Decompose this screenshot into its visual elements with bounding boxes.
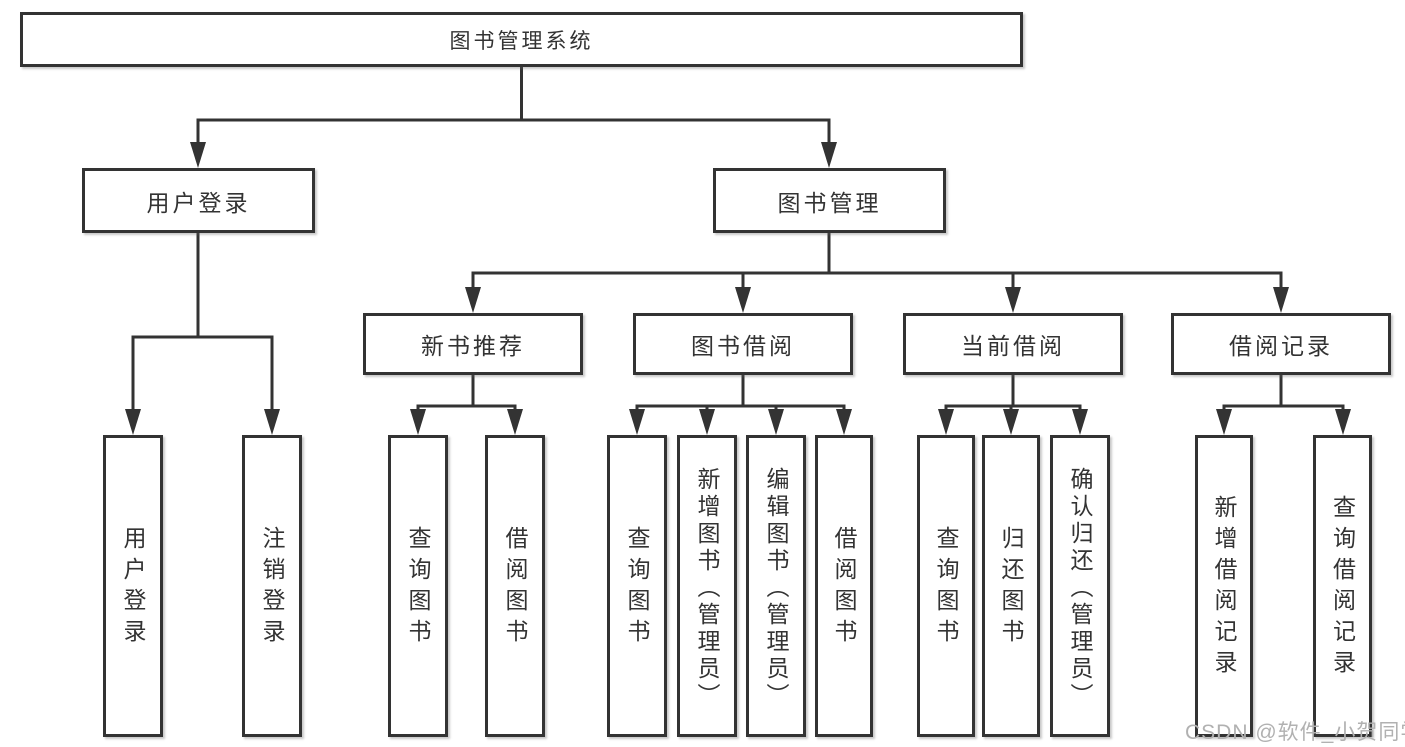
node-user-login: 用户登录 bbox=[82, 168, 315, 233]
leaf-confirm-return-admin: 确认归还（管理员） bbox=[1050, 435, 1110, 737]
leaf-query-books-2: 查询图书 bbox=[607, 435, 667, 737]
leaf-user-login-label: 用户登录 bbox=[120, 526, 146, 650]
arrowhead-query-books-1 bbox=[410, 409, 426, 435]
node-current-borrow-label: 当前借阅 bbox=[961, 333, 1065, 359]
arrowhead-user-login bbox=[190, 142, 206, 168]
arrowhead-add-borrow-record bbox=[1216, 409, 1232, 435]
arrowhead-borrow-books-2 bbox=[836, 409, 852, 435]
node-book-management: 图书管理 bbox=[713, 168, 946, 233]
leaf-query-borrow-record-label: 查询借阅记录 bbox=[1329, 495, 1356, 681]
leaf-query-books-1: 查询图书 bbox=[388, 435, 448, 737]
arrowhead-query-books-2 bbox=[629, 409, 645, 435]
leaf-add-borrow-record: 新增借阅记录 bbox=[1195, 435, 1253, 737]
node-root: 图书管理系统 bbox=[20, 12, 1023, 67]
arrowhead-edit-book bbox=[768, 409, 784, 435]
node-borrow-records-label: 借阅记录 bbox=[1229, 333, 1333, 359]
leaf-borrow-books-2-label: 借阅图书 bbox=[831, 526, 857, 650]
leaf-user-login: 用户登录 bbox=[103, 435, 163, 737]
node-root-label: 图书管理系统 bbox=[449, 29, 594, 53]
arrowhead-borrow-books-1 bbox=[507, 409, 523, 435]
arrowhead-return-books bbox=[1003, 409, 1019, 435]
node-current-borrow: 当前借阅 bbox=[903, 313, 1123, 375]
node-book-borrow-label: 图书借阅 bbox=[691, 333, 795, 359]
leaf-query-borrow-record: 查询借阅记录 bbox=[1313, 435, 1372, 737]
node-book-borrow: 图书借阅 bbox=[633, 313, 853, 375]
arrowhead-add-book bbox=[699, 409, 715, 435]
leaf-logout-label: 注销登录 bbox=[259, 526, 285, 650]
leaf-add-borrow-record-label: 新增借阅记录 bbox=[1211, 495, 1237, 681]
leaf-return-books: 归还图书 bbox=[982, 435, 1040, 737]
arrowhead-book-management bbox=[821, 142, 837, 168]
arrowhead-query-borrow-record bbox=[1335, 409, 1351, 435]
node-new-book-recommend: 新书推荐 bbox=[363, 313, 583, 375]
csdn-watermark: CSDN @软件_小贺同学 bbox=[1185, 721, 1405, 744]
leaf-edit-book-admin-label: 编辑图书（管理员） bbox=[763, 466, 789, 710]
leaf-logout: 注销登录 bbox=[242, 435, 302, 737]
arrowhead-leaf-logout bbox=[264, 409, 280, 435]
leaf-query-books-3-label: 查询图书 bbox=[933, 526, 959, 650]
arrowhead-borrow-records bbox=[1273, 287, 1289, 313]
arrowhead-confirm-return bbox=[1072, 409, 1088, 435]
leaf-borrow-books-1: 借阅图书 bbox=[485, 435, 545, 737]
leaf-add-book-admin-label: 新增图书（管理员） bbox=[694, 466, 720, 710]
leaf-borrow-books-2: 借阅图书 bbox=[815, 435, 873, 737]
node-book-management-label: 图书管理 bbox=[777, 189, 882, 216]
arrowhead-query-books-3 bbox=[938, 409, 954, 435]
leaf-return-books-label: 归还图书 bbox=[998, 526, 1024, 650]
arrowhead-current-borrow bbox=[1005, 287, 1021, 313]
leaf-confirm-return-admin-label: 确认归还（管理员） bbox=[1067, 466, 1093, 710]
leaf-borrow-books-1-label: 借阅图书 bbox=[502, 526, 528, 650]
leaf-query-books-1-label: 查询图书 bbox=[405, 526, 431, 650]
leaf-edit-book-admin: 编辑图书（管理员） bbox=[746, 435, 806, 737]
leaf-query-books-3: 查询图书 bbox=[917, 435, 975, 737]
node-borrow-records: 借阅记录 bbox=[1171, 313, 1391, 375]
arrowhead-leaf-user-login bbox=[125, 409, 141, 435]
arrowhead-new-book-recommend bbox=[465, 287, 481, 313]
arrowhead-book-borrow bbox=[735, 287, 751, 313]
node-user-login-label: 用户登录 bbox=[146, 189, 251, 216]
node-new-book-recommend-label: 新书推荐 bbox=[421, 333, 525, 359]
leaf-add-book-admin: 新增图书（管理员） bbox=[677, 435, 737, 737]
leaf-query-books-2-label: 查询图书 bbox=[624, 526, 650, 650]
